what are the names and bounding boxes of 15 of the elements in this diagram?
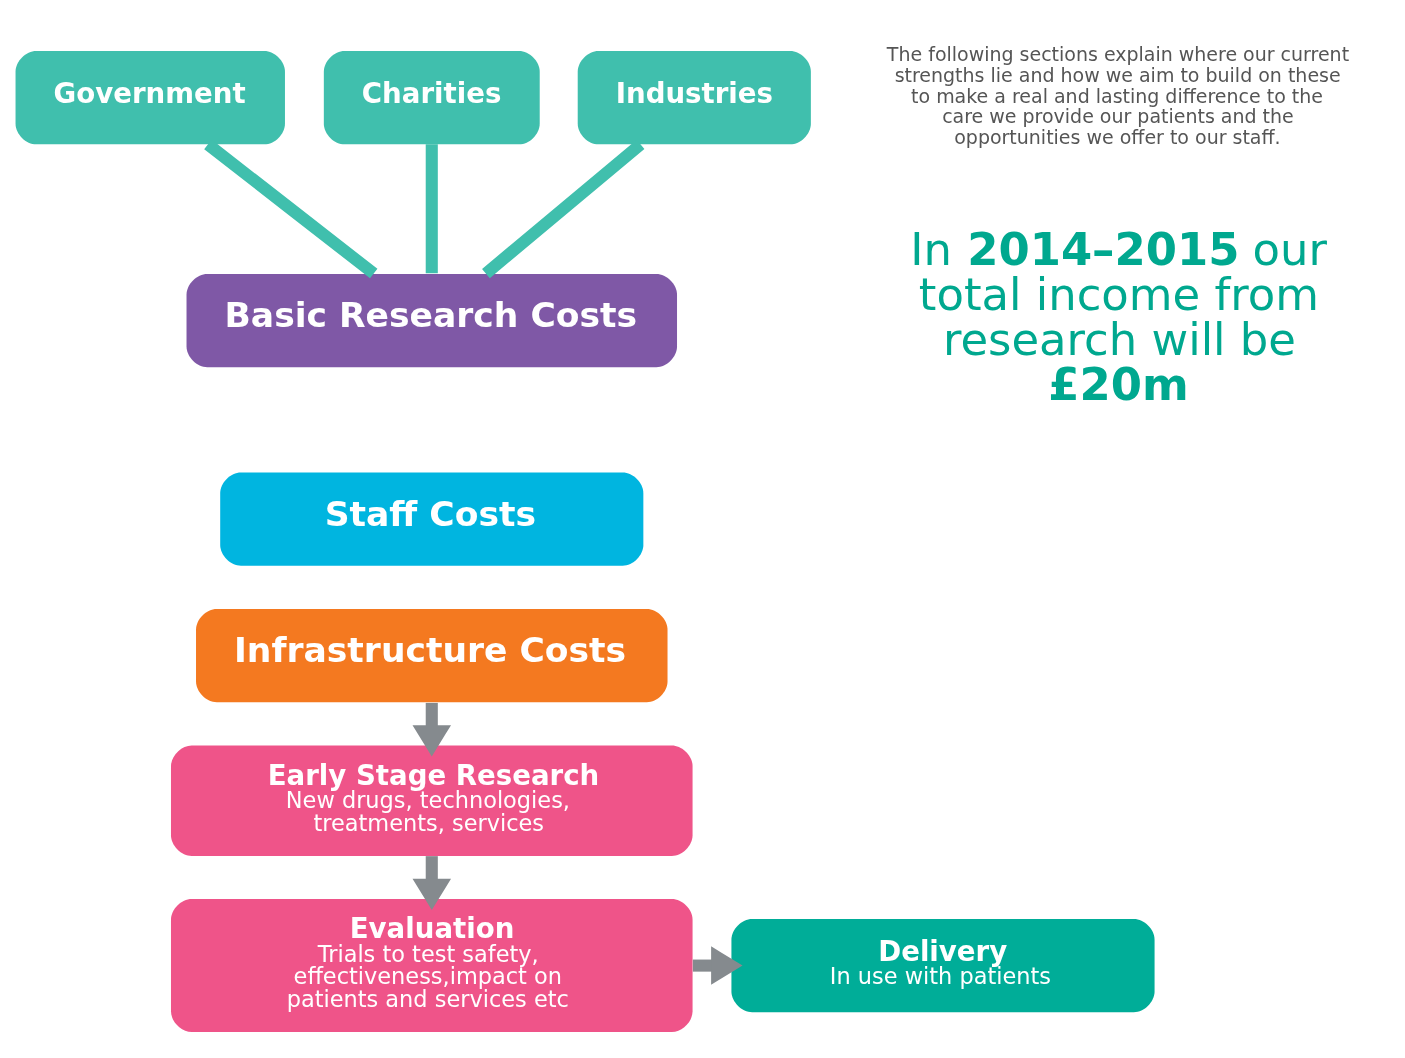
node-box: Infrastructure Costs: [196, 608, 668, 702]
node-box: Evaluation Trials to test safety, effectiveness,impact on patients and services etc: [171, 898, 693, 1032]
arrow: [692, 945, 743, 985]
node-box: Basic Research Costs: [186, 273, 678, 367]
label: In 2014–2015 our total income from research will be £20m: [910, 222, 1327, 411]
arrow: [412, 855, 452, 910]
node-box: Government: [15, 50, 285, 144]
node-box: Staff Costs: [220, 472, 644, 566]
arrow: [412, 702, 452, 757]
node-box: Early Stage Research New drugs, technologies, treatments, services: [171, 744, 693, 856]
node-box: Industries: [577, 50, 811, 144]
label: The following sections explain where our current strengths lie and how we aim to build on these to make a real and lasting difference to the care we provide our patients and the opportunities we offer to our staff.: [886, 42, 1350, 148]
connector: [425, 143, 438, 273]
node-box: Charities: [323, 50, 540, 144]
node-box: Delivery In use with patients: [731, 918, 1155, 1012]
